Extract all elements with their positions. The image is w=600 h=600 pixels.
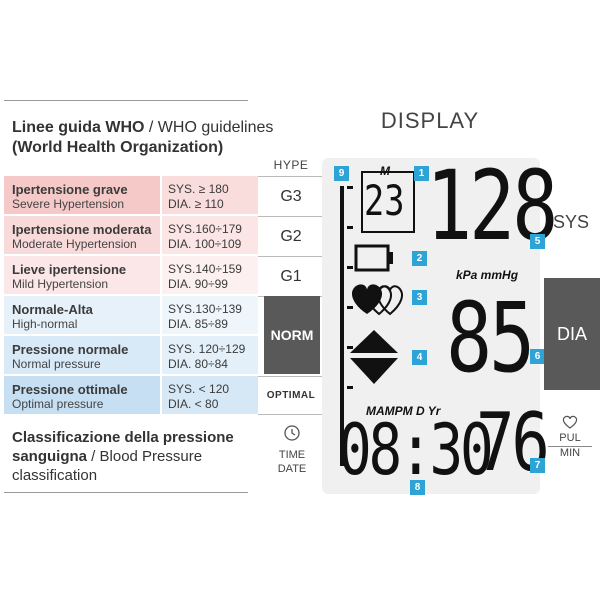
min-label: MIN <box>559 447 581 459</box>
date-label: DATE <box>277 463 307 475</box>
sys-label: SYS <box>552 212 590 232</box>
memory-value: 23 <box>364 176 405 225</box>
dia-value: 85 <box>446 282 535 394</box>
clock-icon <box>284 425 300 441</box>
callout-badge-7: 7 <box>530 458 545 473</box>
memory-box <box>361 171 415 233</box>
display-title: DISPLAY <box>380 108 480 133</box>
level-ticks <box>347 186 353 389</box>
grade-g3: G3 <box>280 188 302 205</box>
norm-badge: NORM <box>264 296 320 374</box>
grade-divider <box>258 216 324 217</box>
units-label: kPa mmHg <box>456 268 519 282</box>
lcd-panel <box>322 158 540 494</box>
callout-badge-4: 4 <box>412 350 427 365</box>
pulse-value: 76 <box>476 396 550 489</box>
hype-label: HYPE <box>273 158 309 172</box>
classification-caption: Classificazione della pressione sanguign… <box>12 429 234 484</box>
guidelines-title: Linee guida WHO / WHO guidelines (World … <box>12 119 274 156</box>
date-labels: MAMPM D Yr <box>366 404 441 418</box>
level-bar <box>340 186 344 466</box>
grade-divider <box>258 414 324 415</box>
time-date-block: TIME DATE <box>264 424 320 476</box>
time-label: TIME <box>278 449 306 461</box>
callout-badge-5: 5 <box>530 234 545 249</box>
pul-label: PUL <box>548 432 592 447</box>
memory-label: M <box>380 164 390 178</box>
bottom-rule <box>4 492 248 493</box>
guidelines-subtitle: (World Health Organization) <box>12 139 224 156</box>
grade-divider <box>258 256 324 257</box>
time-value: 08:30 <box>338 409 494 491</box>
optimal-label: OPTIMAL <box>266 390 316 401</box>
grade-g1: G1 <box>280 268 302 285</box>
pulse-block: PUL MIN <box>548 414 592 460</box>
grade-divider <box>258 176 324 177</box>
callout-badge-9: 9 <box>334 166 349 181</box>
up-down-arrow-icon <box>350 330 398 384</box>
callout-badge-2: 2 <box>412 251 427 266</box>
heart-outline-icon <box>562 415 578 429</box>
top-rule <box>4 100 248 101</box>
callout-badge-3: 3 <box>412 290 427 305</box>
battery-icon <box>354 244 393 272</box>
callout-badge-6: 6 <box>530 349 545 364</box>
grade-divider <box>258 376 324 377</box>
dia-label: DIA <box>544 278 600 390</box>
grade-g2: G2 <box>280 228 302 245</box>
callout-badge-8: 8 <box>410 480 425 495</box>
heart-icon <box>351 284 403 316</box>
callout-badge-1: 1 <box>414 166 429 181</box>
